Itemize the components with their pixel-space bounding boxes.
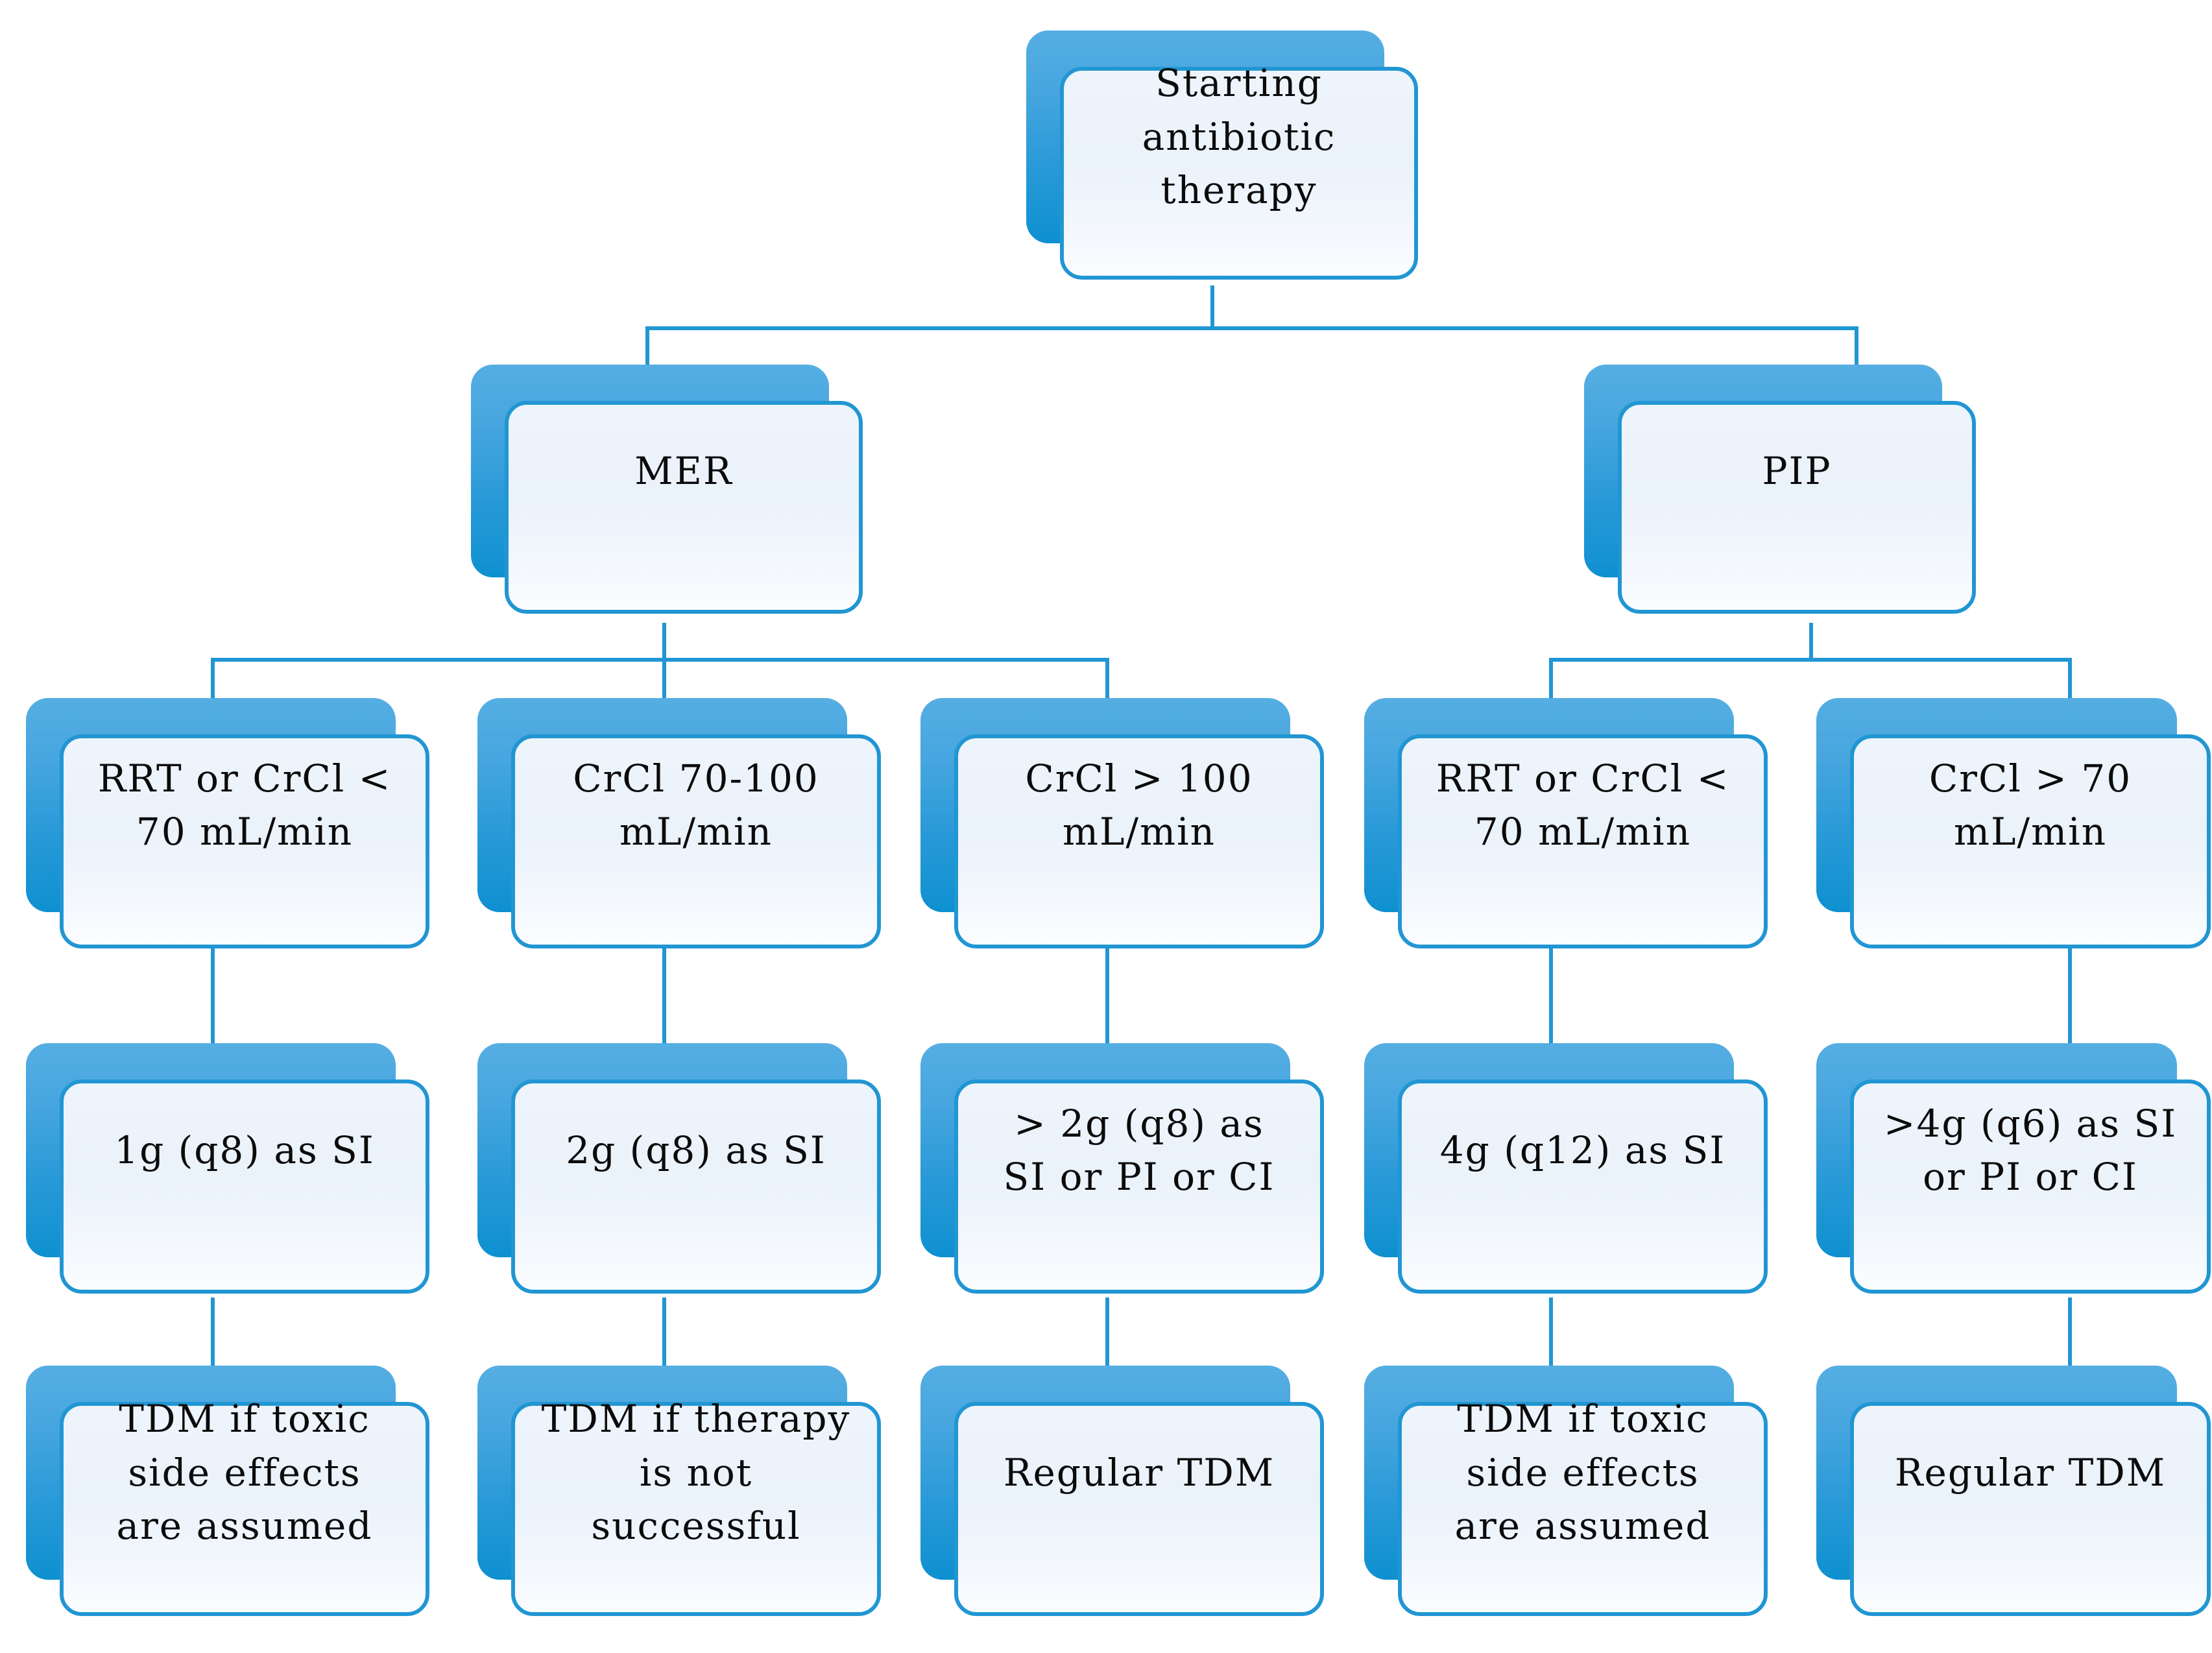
node-mer-high[interactable]: CrCl > 100 mL/min (920, 698, 1324, 948)
node-card (511, 734, 881, 948)
node-card (954, 1080, 1324, 1294)
node-card (505, 401, 863, 614)
node-card (60, 734, 429, 948)
node-dose-pip-low[interactable]: 4g (q12) as SI (1364, 1043, 1768, 1294)
node-dose-pip-high[interactable]: >4g (q6) as SI or PI or CI (1816, 1043, 2211, 1294)
node-pip[interactable]: PIP (1584, 365, 1976, 614)
connector-pip-child1 (1549, 658, 1553, 698)
node-label: TDM if therapy is not successful (541, 1397, 851, 1549)
node-dose-mer-mid[interactable]: 2g (q8) as SI (477, 1043, 881, 1294)
connector-renal-dose-3 (1105, 948, 1109, 1049)
connector-renal-dose-5 (2068, 948, 2072, 1049)
connector-renal-dose-1 (211, 948, 215, 1049)
node-label: Regular TDM (1003, 1450, 1275, 1495)
node-tdm-mer-low[interactable]: TDM if toxic side effects are assumed (26, 1366, 429, 1616)
node-label: MER (634, 448, 733, 493)
connector-mer-child3 (1105, 658, 1109, 698)
connector-level1-bus (645, 326, 1858, 330)
node-card (1398, 1402, 1768, 1616)
node-card (511, 1402, 881, 1616)
node-pip-low[interactable]: RRT or CrCl < 70 mL/min (1364, 698, 1768, 948)
node-label: Regular TDM (1894, 1450, 2167, 1495)
node-card (954, 1402, 1324, 1616)
connector-mer-child1 (211, 658, 215, 698)
connector-dose-tdm-4 (1549, 1297, 1553, 1369)
node-label: TDM if toxic side effects are assumed (116, 1397, 373, 1549)
node-tdm-pip-high[interactable]: Regular TDM (1816, 1366, 2211, 1616)
connector-dose-tdm-3 (1105, 1297, 1109, 1369)
node-label: CrCl > 70 mL/min (1929, 756, 2132, 854)
node-tdm-mer-high[interactable]: Regular TDM (920, 1366, 1324, 1616)
node-tdm-mer-mid[interactable]: TDM if therapy is not successful (477, 1366, 881, 1616)
node-card (1060, 67, 1418, 280)
node-card (1618, 401, 1976, 614)
node-dose-mer-high[interactable]: > 2g (q8) as SI or PI or CI (920, 1043, 1324, 1294)
node-mer-low[interactable]: RRT or CrCl < 70 mL/min (26, 698, 429, 948)
node-dose-mer-low[interactable]: 1g (q8) as SI (26, 1043, 429, 1294)
node-card (511, 1080, 881, 1294)
connector-to-pip (1855, 326, 1858, 365)
node-tdm-pip-low[interactable]: TDM if toxic side effects are assumed (1364, 1366, 1768, 1616)
node-card (1850, 1080, 2211, 1294)
node-card (1398, 734, 1768, 948)
connector-dose-tdm-5 (2068, 1297, 2072, 1369)
node-label: 2g (q8) as SI (566, 1128, 826, 1172)
node-label: RRT or CrCl < 70 mL/min (1436, 756, 1730, 854)
connector-dose-tdm-2 (662, 1297, 666, 1369)
node-card (954, 734, 1324, 948)
node-label: Starting antibiotic therapy (1142, 61, 1336, 213)
node-start[interactable]: Starting antibiotic therapy (1026, 30, 1418, 280)
node-pip-high[interactable]: CrCl > 70 mL/min (1816, 698, 2211, 948)
connector-renal-dose-2 (662, 948, 666, 1049)
connector-pip-stem (1809, 623, 1813, 660)
connector-renal-dose-4 (1549, 948, 1553, 1049)
connector-pip-child2 (2068, 658, 2072, 698)
node-label: CrCl > 100 mL/min (1025, 756, 1253, 854)
node-label: > 2g (q8) as SI or PI or CI (1003, 1101, 1275, 1199)
connector-mer-bus (211, 658, 1109, 662)
connector-mer-child2 (662, 658, 666, 698)
node-label: TDM if toxic side effects are assumed (1454, 1397, 1711, 1549)
connector-pip-bus (1549, 658, 2072, 662)
node-card (1850, 734, 2211, 948)
node-label: RRT or CrCl < 70 mL/min (97, 756, 392, 854)
node-label: 1g (q8) as SI (114, 1128, 375, 1172)
node-label: >4g (q6) as SI or PI or CI (1883, 1101, 2178, 1199)
node-card (1850, 1402, 2211, 1616)
connector-mer-stem (662, 623, 666, 660)
node-card (60, 1402, 429, 1616)
node-card (1398, 1080, 1768, 1294)
node-label: 4g (q12) as SI (1439, 1128, 1726, 1172)
connector-to-mer (645, 326, 649, 365)
node-mer-mid[interactable]: CrCl 70-100 mL/min (477, 698, 881, 948)
node-card (60, 1080, 429, 1294)
connector-start-stem (1210, 285, 1214, 328)
node-label: CrCl 70-100 mL/min (573, 756, 819, 854)
node-mer[interactable]: MER (471, 365, 863, 614)
connector-dose-tdm-1 (211, 1297, 215, 1369)
node-label: PIP (1762, 448, 1832, 493)
